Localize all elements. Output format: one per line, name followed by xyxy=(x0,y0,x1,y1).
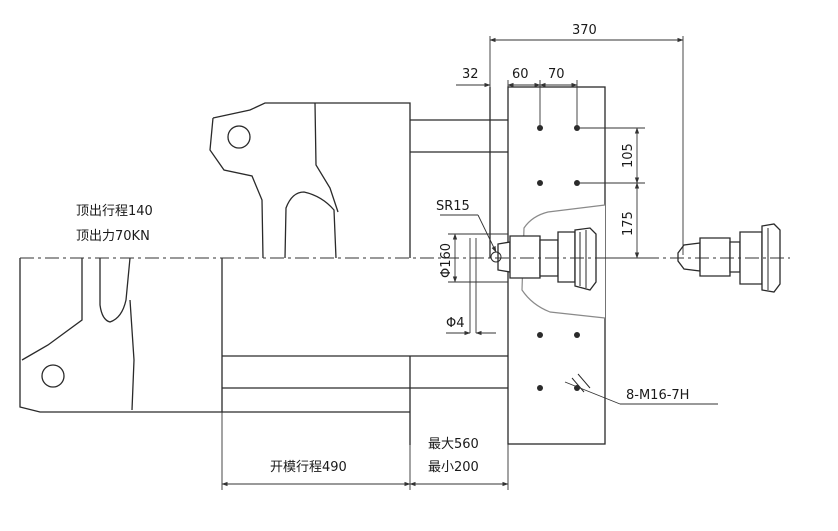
dimension-chain-top xyxy=(456,80,578,128)
sr15-leader xyxy=(440,214,497,253)
bolt-hole xyxy=(537,332,543,338)
toggle-link-body xyxy=(209,102,411,259)
bolt-hole xyxy=(574,332,580,338)
dim-60-label: 60 xyxy=(512,67,529,82)
bolt-hole xyxy=(537,385,543,391)
dimension-vertical-right xyxy=(577,127,645,259)
min-mold-label: 最小200 xyxy=(428,460,479,475)
bolt-hole xyxy=(537,180,543,186)
dimension-370 xyxy=(489,36,684,255)
opening-stroke-dimension xyxy=(221,412,411,490)
dim-70-label: 70 xyxy=(548,67,565,82)
nozzle-assembly xyxy=(490,227,597,291)
dim-32-label: 32 xyxy=(462,67,479,82)
lower-toggle-link xyxy=(19,257,223,413)
dimension-phi4 xyxy=(446,238,496,336)
dim-105-label: 105 xyxy=(621,143,636,168)
lower-pivot-hole xyxy=(41,364,65,388)
phi160-label: Φ160 xyxy=(439,243,454,278)
tie-bars xyxy=(222,119,508,445)
upper-pivot-hole xyxy=(227,125,251,149)
dim-370-label: 370 xyxy=(572,23,597,38)
sr15-label: SR15 xyxy=(436,199,470,214)
dim-175-label: 175 xyxy=(621,211,636,236)
dimension-phi160 xyxy=(448,233,508,283)
ejector-force-label: 顶出力70KN xyxy=(76,229,150,244)
ejector-stroke-label: 顶出行程140 xyxy=(76,204,153,219)
opening-stroke-label: 开模行程490 xyxy=(270,460,347,475)
bolt-spec-leader xyxy=(564,373,718,405)
max-mold-label: 最大560 xyxy=(428,437,479,452)
phi4-label: Φ4 xyxy=(446,316,465,331)
bolt-spec-label: 8-M16-7H xyxy=(626,388,689,403)
